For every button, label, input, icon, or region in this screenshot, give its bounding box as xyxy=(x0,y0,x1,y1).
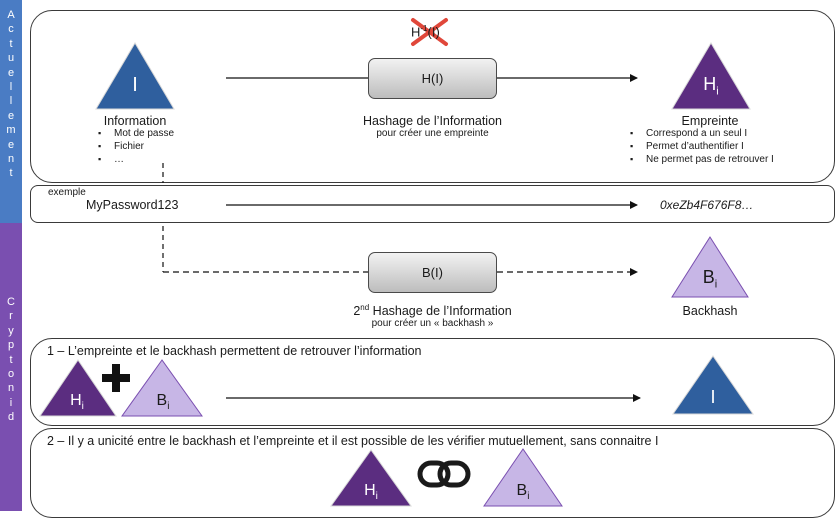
backhash-hash-title: 2nd Hashage de l’Information xyxy=(353,303,512,319)
sidebar-bottom-letter: p xyxy=(7,339,15,352)
panel1-b-symbol: Bi xyxy=(156,392,170,413)
list-item: Mot de passe xyxy=(114,127,174,140)
triangle-panel1-h xyxy=(39,359,117,417)
sidebar-bottom-letter: i xyxy=(9,396,13,409)
sidebar-bottom-letter: r xyxy=(9,310,13,323)
triangle-panel2-b xyxy=(483,448,563,507)
list-item: Ne permet pas de retrouver I xyxy=(646,153,774,166)
sidebar-bottom-letter: d xyxy=(7,411,15,424)
triangle-panel2-h xyxy=(330,449,412,507)
panel1-result-symbol: I xyxy=(710,387,716,407)
information-title: Information xyxy=(103,114,167,128)
panel2-title: 2 – Il y a unicité entre le backhash et … xyxy=(47,434,659,448)
example-password: MyPassword123 xyxy=(86,198,179,212)
sidebar-bottom-letter: y xyxy=(8,324,14,337)
inverse-hash-label: H-1(I) xyxy=(411,24,440,40)
sidebar-top-letter: c xyxy=(8,23,14,36)
panel-2 xyxy=(30,428,835,518)
empreinte-bullets: Correspond a un seul I Permet d’authenti… xyxy=(646,127,774,166)
hash-subtitle: pour créer une empreinte xyxy=(376,128,489,139)
sidebar-top-letter: t xyxy=(9,167,13,180)
example-hash: 0xeZb4F676F8… xyxy=(660,198,754,212)
information-bullets: Mot de passe Fichier … xyxy=(114,127,174,166)
triangle-panel1-b xyxy=(121,359,203,417)
sidebar-top-letter: m xyxy=(6,124,16,137)
triangle-panel1-i xyxy=(672,355,754,415)
symbol-empreinte: Hi xyxy=(703,74,719,98)
plus-icon xyxy=(102,364,130,392)
panel1-h-symbol: Hi xyxy=(70,392,84,413)
chain-link-icon xyxy=(417,460,471,488)
empreinte-title: Empreinte xyxy=(681,114,739,128)
sidebar-bottom-letter: t xyxy=(9,353,13,366)
panel2-h-symbol: Hi xyxy=(364,482,378,503)
panel2-b-symbol: Bi xyxy=(516,482,530,503)
hash-box: H(I) xyxy=(368,58,497,99)
sidebar-bottom-letter: n xyxy=(7,382,15,395)
list-item: Fichier xyxy=(114,140,174,153)
backhash-title: Backhash xyxy=(682,304,738,318)
sidebar-top-letter: l xyxy=(9,95,13,108)
sidebar-top-letter: A xyxy=(7,9,15,21)
symbol-information: I xyxy=(132,74,138,96)
sidebar-bottom-letter: C xyxy=(7,296,15,308)
list-item: Correspond a un seul I xyxy=(646,127,774,140)
example-label: exemple xyxy=(48,187,86,198)
list-item: … xyxy=(114,153,174,166)
sidebar-top-letter: t xyxy=(9,37,13,50)
backhash-box: B(I) xyxy=(368,252,497,293)
backhash-hash-subtitle: pour créer un « backhash » xyxy=(371,318,494,329)
sidebar-top-letter: e xyxy=(7,66,15,79)
sidebar-top-letter: n xyxy=(7,153,15,166)
panel1-title: 1 – L’empreinte et le backhash permetten… xyxy=(47,344,422,358)
cross-out-icon xyxy=(411,18,448,46)
sidebar-top-letter: u xyxy=(7,52,15,65)
hash-title: Hashage de l’Information xyxy=(363,114,502,128)
sidebar-bottom-letter: o xyxy=(7,368,15,381)
sidebar-top-letter: l xyxy=(9,81,13,94)
symbol-backhash: Bi xyxy=(702,267,718,291)
triangle-information xyxy=(95,42,175,110)
sidebar-top-letter: e xyxy=(7,109,15,122)
triangle-empreinte xyxy=(671,42,751,110)
panel-example xyxy=(30,185,835,223)
triangle-backhash xyxy=(671,236,749,298)
list-item: Permet d’authentifier I xyxy=(646,140,774,153)
sidebar-top-letter: e xyxy=(7,138,15,151)
